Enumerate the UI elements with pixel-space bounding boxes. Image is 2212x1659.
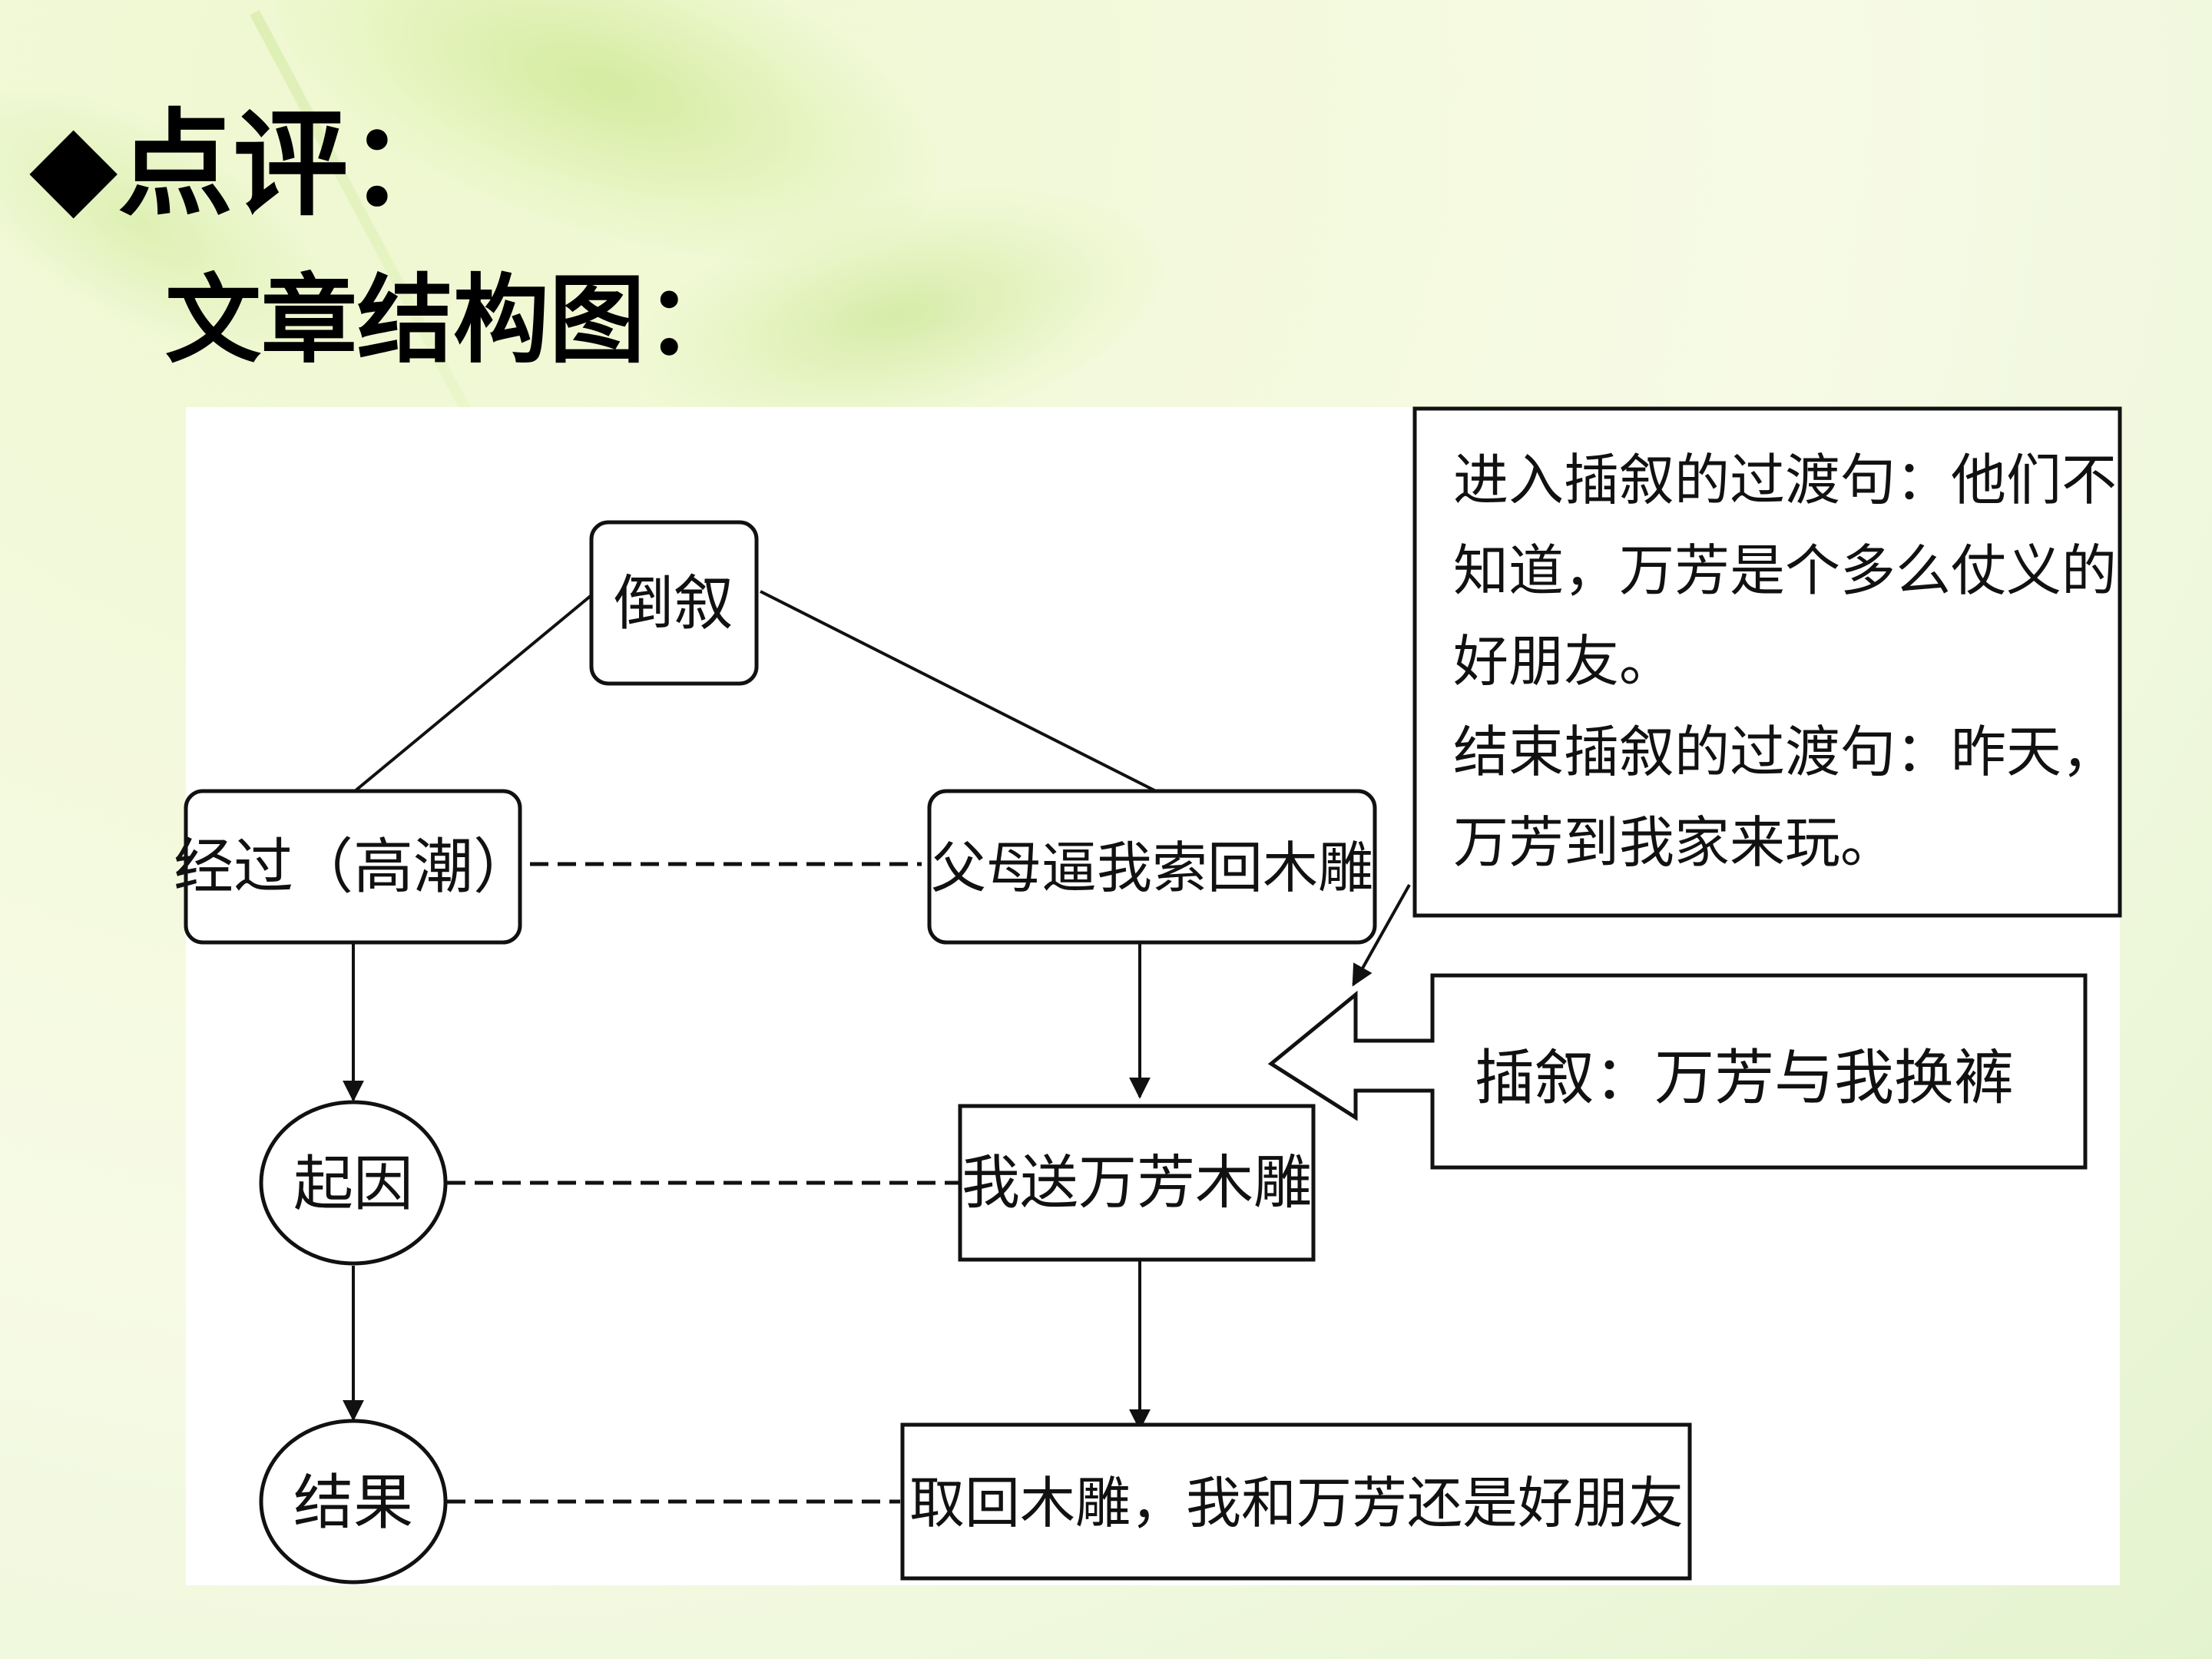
- note-box: 进入插叙的过渡句：他们不 知道，万芳是个多么仗义的 好朋友。 结束插叙的过渡句：…: [1412, 406, 2122, 918]
- note-line: 知道，万芳是个多么仗义的: [1453, 538, 2117, 603]
- tree-line-left: [353, 594, 593, 793]
- node-process-label: 经过（高潮）: [174, 833, 533, 902]
- note-arrow: [1352, 884, 1411, 987]
- node-result-label: 结果: [293, 1469, 413, 1538]
- node-gift-label: 我送万芳木雕: [962, 1148, 1312, 1217]
- node-cause: 起因: [259, 1100, 448, 1266]
- slide-subheading: 文章结构图：: [165, 265, 741, 376]
- node-flashback: 倒叙: [589, 520, 759, 686]
- node-outcome: 取回木雕，我和万芳还是好朋友: [900, 1422, 1692, 1581]
- slide-heading: ◆点评：: [29, 98, 464, 232]
- node-parents-label: 父母逼我索回木雕: [931, 836, 1373, 900]
- node-gift: 我送万芳木雕: [958, 1104, 1316, 1262]
- note-line: 结束插叙的过渡句：昨天，: [1453, 720, 2117, 784]
- note-line: 好朋友。: [1453, 629, 1674, 694]
- note-line: 万芳到我家来玩。: [1453, 810, 1896, 875]
- node-parents: 父母逼我索回木雕: [927, 789, 1377, 945]
- node-outcome-label: 取回木雕，我和万芳还是好朋友: [909, 1471, 1684, 1535]
- node-result: 结果: [259, 1419, 448, 1584]
- note-line: 进入插叙的过渡句：他们不: [1453, 448, 2117, 512]
- node-insert: 插叙：万芳与我换裤: [1267, 973, 2088, 1170]
- node-cause-label: 起因: [293, 1150, 413, 1219]
- node-insert-label: 插叙：万芳与我换裤: [1475, 1044, 2014, 1113]
- node-process: 经过（高潮）: [174, 789, 533, 945]
- tree-line-right: [760, 590, 1157, 793]
- node-flashback-label: 倒叙: [614, 569, 733, 638]
